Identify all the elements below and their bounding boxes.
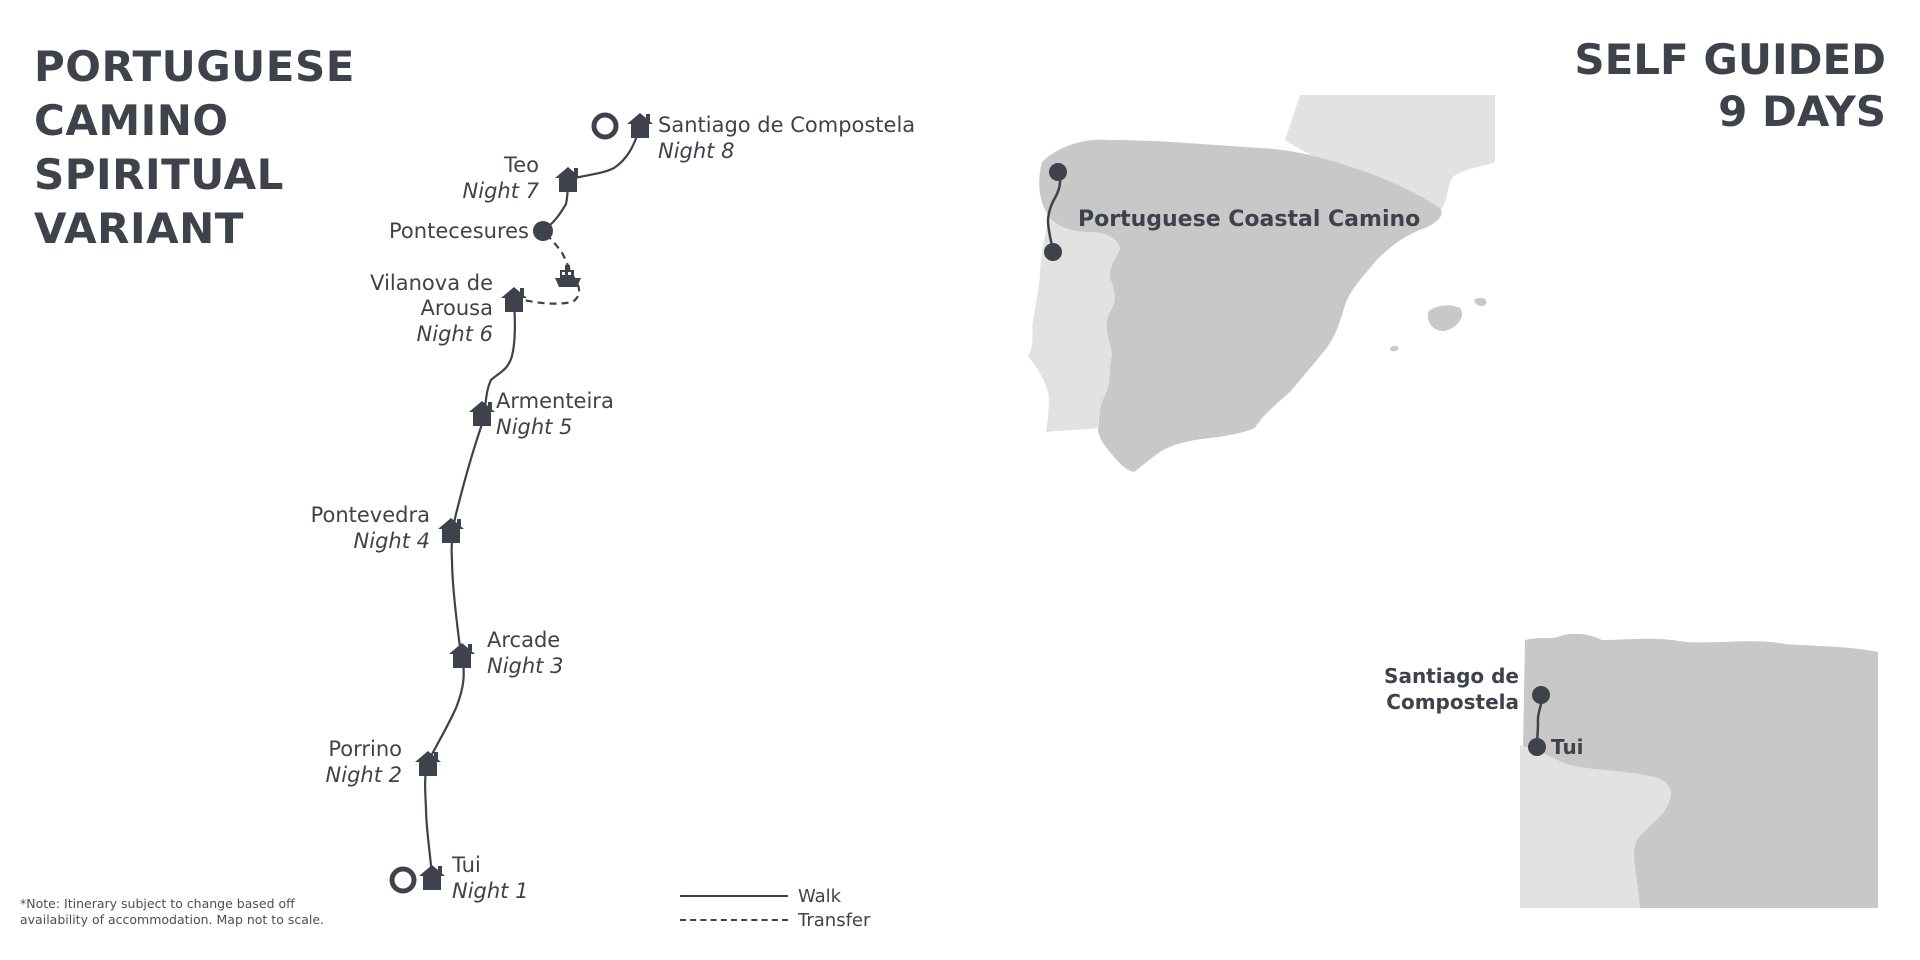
badge-line: SELF GUIDED [1574, 35, 1886, 84]
map-title: PORTUGUESE CAMINO SPIRITUAL VARIANT [34, 40, 355, 256]
house-icon [419, 865, 445, 890]
stop-night: Night 6 [417, 322, 493, 346]
stop-tui: Tui Night 1 [451, 853, 528, 903]
title-line: VARIANT [34, 204, 244, 253]
stop-name: Arcade [487, 628, 560, 652]
stop-night: Night 3 [487, 654, 563, 678]
spain-region [1039, 139, 1442, 472]
france-region [1285, 95, 1495, 210]
stop-name: Teo [503, 153, 539, 177]
walk-route-line [424, 299, 516, 879]
stop-name-line2: Arousa [420, 296, 493, 320]
portugal-region [1028, 218, 1120, 432]
house-icon [449, 643, 475, 668]
iberia-route-label: Portuguese Coastal Camino [1078, 207, 1420, 232]
iberia-route-start-dot [1049, 163, 1067, 181]
transfer-line-swatch [680, 919, 788, 921]
stop-name: Pontevedra [311, 503, 430, 527]
santiago-end-ring [591, 112, 619, 140]
stop-night: Night 5 [496, 415, 572, 439]
legend-transfer-label: Transfer [798, 909, 871, 931]
stop-armenteira: Armenteira Night 5 [496, 389, 614, 439]
stop-name: Tui [451, 853, 481, 877]
title-line: SPIRITUAL [34, 150, 284, 199]
iberia-route-line [1046, 171, 1062, 251]
stop-arcade: Arcade Night 3 [487, 628, 563, 678]
house-icon [501, 287, 527, 312]
walk-line-swatch [680, 895, 788, 897]
galicia-end-dot [1528, 738, 1546, 756]
legend-walk-label: Walk [798, 885, 842, 907]
house-icon [469, 401, 495, 426]
house-icon [555, 167, 581, 192]
stop-name: Santiago de Compostela [658, 113, 915, 137]
balearic-islands [1390, 297, 1487, 352]
house-icon [438, 518, 464, 543]
legend: Walk Transfer [680, 884, 870, 932]
main-route: Santiago de Compostela Night 8 Teo Night… [311, 112, 915, 903]
pontecesures-dot [533, 221, 553, 241]
stop-porrino: Porrino Night 2 [326, 737, 402, 787]
stop-name: Armenteira [496, 389, 614, 413]
badge-line: 9 DAYS [1718, 87, 1886, 136]
stop-pontecesures: Pontecesures [389, 219, 529, 243]
galicia-inset-map: Santiago de Compostela Tui [1384, 633, 1878, 908]
stop-santiago: Santiago de Compostela Night 8 [658, 113, 915, 163]
house-icon [627, 113, 653, 138]
stop-night: Night 7 [463, 179, 540, 203]
galicia-start-label-line1: Santiago de [1384, 664, 1519, 688]
galicia-end-label: Tui [1551, 735, 1584, 759]
galicia-portugal-region [1520, 745, 1671, 908]
galicia-start-label-line2: Compostela [1386, 690, 1519, 714]
stop-teo: Teo Night 7 [463, 153, 540, 203]
legend-transfer: Transfer [680, 908, 870, 932]
note-line: availability of accommodation. Map not t… [20, 912, 325, 927]
galicia-start-dot [1532, 686, 1550, 704]
itinerary-note: *Note: Itinerary subject to change based… [20, 896, 380, 928]
iberia-inset-map: Portuguese Coastal Camino [1028, 95, 1495, 472]
tui-start-ring [389, 866, 417, 894]
stop-night: Night 1 [452, 879, 528, 903]
stop-name-line1: Vilanova de [370, 271, 493, 295]
boat-icon [555, 265, 581, 287]
house-icon [415, 751, 441, 776]
stop-pontevedra: Pontevedra Night 4 [311, 503, 430, 553]
stop-night: Night 8 [658, 139, 734, 163]
tour-badge: SELF GUIDED 9 DAYS [1574, 34, 1886, 138]
stop-name: Porrino [328, 737, 402, 761]
stop-night: Night 4 [354, 529, 430, 553]
legend-walk: Walk [680, 884, 870, 908]
note-line: *Note: Itinerary subject to change based… [20, 896, 295, 911]
stop-vilanova: Vilanova de Arousa Night 6 [370, 271, 493, 346]
stop-night: Night 2 [326, 763, 402, 787]
title-line: CAMINO [34, 96, 229, 145]
title-line: PORTUGUESE [34, 42, 355, 91]
stop-name: Pontecesures [389, 219, 529, 243]
iberia-route-end-dot [1044, 243, 1062, 261]
walk-route-line-north [542, 125, 642, 232]
